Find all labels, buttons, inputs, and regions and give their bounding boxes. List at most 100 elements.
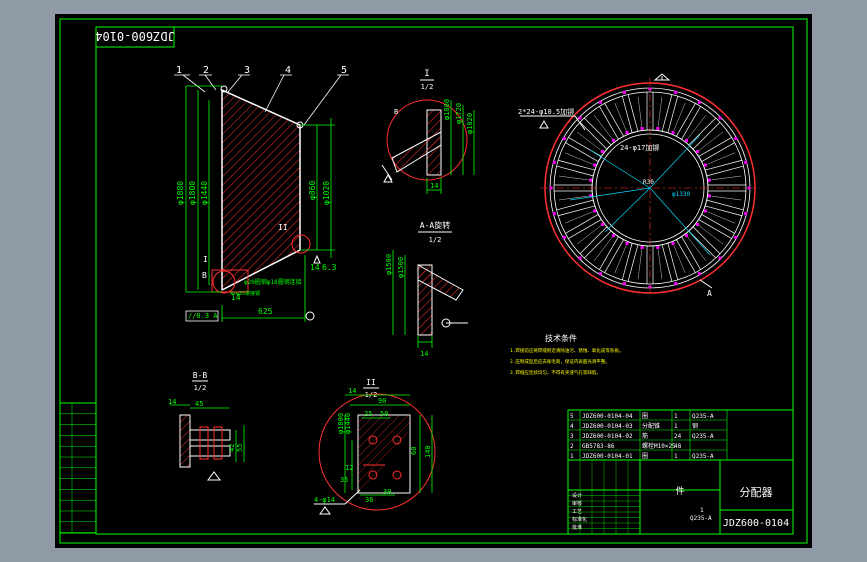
dim-d1800: φ1800 [188,181,197,205]
view-ii-h140: 140 [424,445,432,458]
bolt-hole-mark [589,178,593,182]
parts-cell: 分配锥 [642,422,660,430]
view-bb-w45: 45 [195,400,203,408]
bolt-hole-mark [718,256,722,260]
bolt-hole-mark [734,137,738,140]
mark-ii: II [278,223,288,232]
parts-cell: 钢 [692,422,698,430]
bolt-hole-mark [589,194,593,198]
ring-rib [705,199,744,224]
bolt-hole-mark [622,282,626,286]
mirrored-drawing-number: JDZ600-0104 [95,29,174,43]
view-i-title: I [424,69,429,79]
parts-cell: 24 [674,433,682,440]
bolt-hole-mark [599,272,602,276]
note-holes: 4×φ35铆接钢 [230,290,260,297]
tech-req-item-2: 2.压制成型后应去除毛刺，保证内表面光滑平整。 [510,358,610,365]
parts-cell: 1 [674,413,678,420]
bolt-hole-mark [656,127,660,131]
plan-dim-r: R30 [643,179,654,186]
bolt-hole-mark [707,194,711,198]
balloon-1: 1 [176,65,182,76]
bolt-hole-mark [578,116,582,120]
ring-rib [698,137,736,165]
plan-dim-d: φ1330 [672,191,690,198]
bolt-hole-mark [744,212,748,216]
bolt-hole-mark [703,209,707,213]
bolt-hole-mark [625,241,629,245]
parts-cell: 圈 [642,453,648,460]
bolt-hole-mark [600,149,604,153]
bolt-hole-mark [744,160,748,164]
bolt-hole-mark [593,209,597,213]
ring-rib [554,175,592,192]
view-bb-scale: 1/2 [194,384,207,392]
detail-view-aa: A-A旋转 1/2 φ1580 φ1500 14 [385,220,468,358]
balloon-2: 2 [203,65,209,76]
title-drawing-number: JDZ600-0104 [723,518,789,529]
signature-label: 设计 [572,492,582,499]
bolt-hole-mark [703,163,707,167]
plan-hole-note: 2*24-φ10.5加铆 [518,107,574,116]
dim-d860: φ860 [308,181,317,200]
view-aa-w14: 14 [420,350,428,358]
signature-label: 批准 [572,524,582,531]
bolt-hole-mark [552,212,556,216]
mark-b: B [202,271,207,280]
bolt-hole-mark [671,241,675,245]
tolerance-frame: //0.3 A [188,312,218,320]
bolt-hole-mark [734,236,738,239]
parts-cell: 2 [570,443,574,450]
view-ii-w14: 14 [348,387,356,395]
view-ii-circle [318,393,436,511]
view-ii-h35: 35 [340,476,348,484]
signature-label: 工艺 [572,509,582,515]
view-aa-scale: 1/2 [429,236,442,244]
view-bb-h42: 42 [228,444,236,452]
bolt-hole-mark [674,282,678,286]
outer-frame [59,18,808,544]
tech-req-item-1: 1.焊接前应将焊缝附近清除油污、锈蚀、氧化皮等杂质。 [510,347,623,354]
bolt-hole-mark [698,272,701,276]
parts-cell: 螺栓M10×25 [642,442,676,450]
dim-d1880: φ1880 [176,181,185,205]
bolt-hole-mark [611,234,615,238]
mark-i: I [203,255,208,264]
bolt-hole-mark [611,138,615,142]
bolt-hole-mark [578,256,582,260]
left-strip [59,402,97,534]
tech-req-item-3: 3.焊缝应连续均匀，不得有夹渣气孔等缺陷。 [510,369,601,376]
bolt-hole-mark [625,131,629,135]
dim-d1020: φ1020 [322,181,331,205]
balloon-3: 3 [244,65,250,76]
tech-req-title: 技术条件 [545,333,577,343]
parts-cell: 1 [674,423,678,430]
parts-cell: Q235-A [692,413,714,420]
parts-cell: 3 [570,433,574,440]
view-bb-w14: 14 [168,398,176,406]
view-ii-h60: 60 [410,447,418,455]
bolt-hole-mark [562,137,566,140]
balloon-5: 5 [341,65,347,76]
plan-mark-a: A [707,289,712,298]
technical-requirements: 技术条件 1.焊接前应将焊缝附近清除油污、锈蚀、氧化皮等杂质。 2.压制成型后应… [510,333,623,376]
dim-d1440: φ1440 [200,181,209,205]
view-i-w14: 14 [430,182,438,190]
mirrored-number-box: JDZ600-0104 [95,26,175,48]
ring-rib [673,236,701,274]
parts-cell: JDZ600-0104-02 [582,433,633,440]
parts-cell: 圈 [642,413,648,420]
detail-view-ii: II 1/2 φ1800 φ1440 14 90 25 50 12 [314,378,436,515]
ring-rib [676,103,707,140]
bolt-hole-mark [718,116,722,120]
bolt-hole-mark [685,234,689,238]
bolt-hole-mark [622,90,626,94]
ring-rib [556,195,595,217]
bolt-hole-mark [674,90,678,94]
